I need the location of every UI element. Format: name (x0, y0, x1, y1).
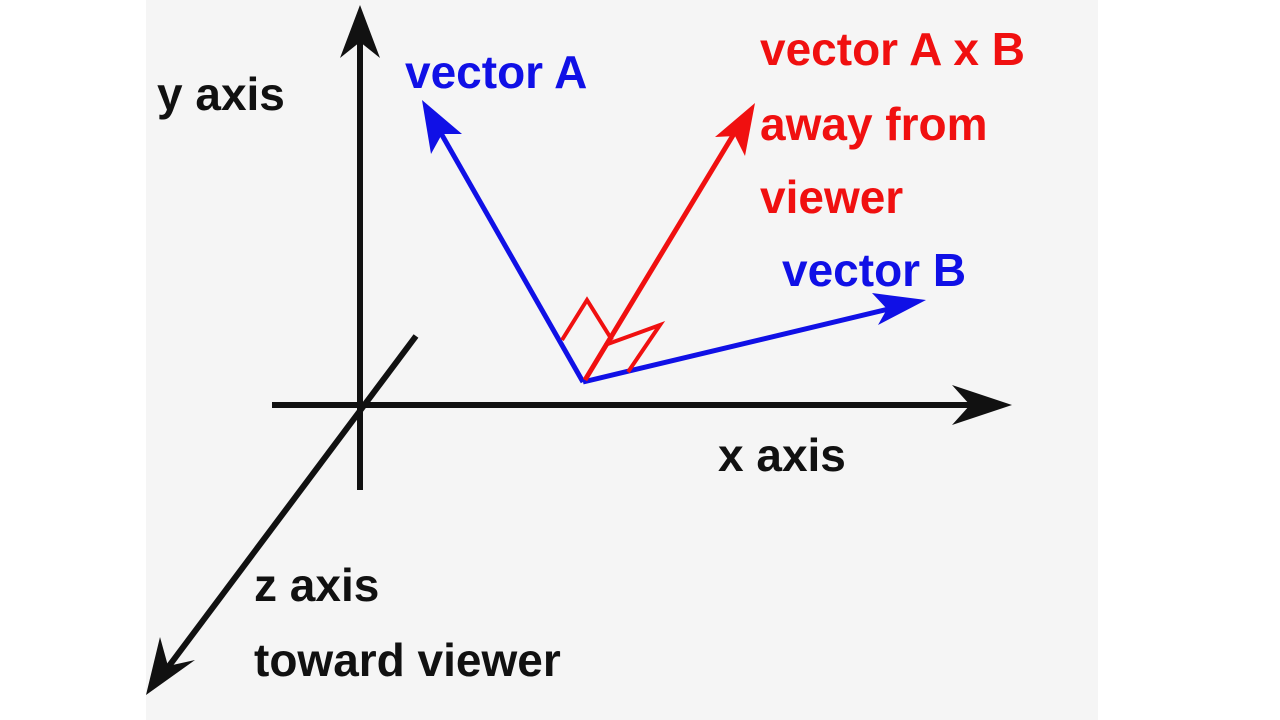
x-axis-label: x axis (718, 429, 846, 481)
z-axis-sublabel: toward viewer (254, 634, 561, 686)
x-axis-arrowhead (952, 385, 1012, 425)
vector-a-arrowhead (422, 100, 462, 154)
cross-product-arrowhead (715, 103, 755, 156)
vector-b (582, 293, 926, 385)
cross-product-sublabel-1: away from (760, 98, 988, 150)
y-axis-arrowhead (340, 5, 380, 58)
vector-a (422, 100, 586, 384)
cross-product-label: vector A x B (760, 23, 1025, 75)
axes (146, 5, 1012, 695)
vector-b-label: vector B (782, 244, 966, 296)
vector-a-line (435, 126, 586, 384)
right-angle-marker-b (604, 321, 666, 374)
right-angle-marker-a (560, 296, 614, 342)
diagram-background (146, 0, 1098, 720)
labels: y axis x axis z axis toward viewer vecto… (157, 23, 1025, 686)
y-axis-label: y axis (157, 68, 285, 120)
z-axis-arrowhead (146, 637, 195, 695)
z-axis-line (160, 334, 419, 676)
z-axis-label: z axis (254, 559, 379, 611)
vector-a-label: vector A (405, 46, 587, 98)
cross-product-sublabel-2: viewer (760, 171, 903, 223)
vector-b-line (582, 305, 894, 385)
vector-a-cross-b (560, 103, 755, 382)
vector-b-arrowhead (872, 293, 926, 325)
